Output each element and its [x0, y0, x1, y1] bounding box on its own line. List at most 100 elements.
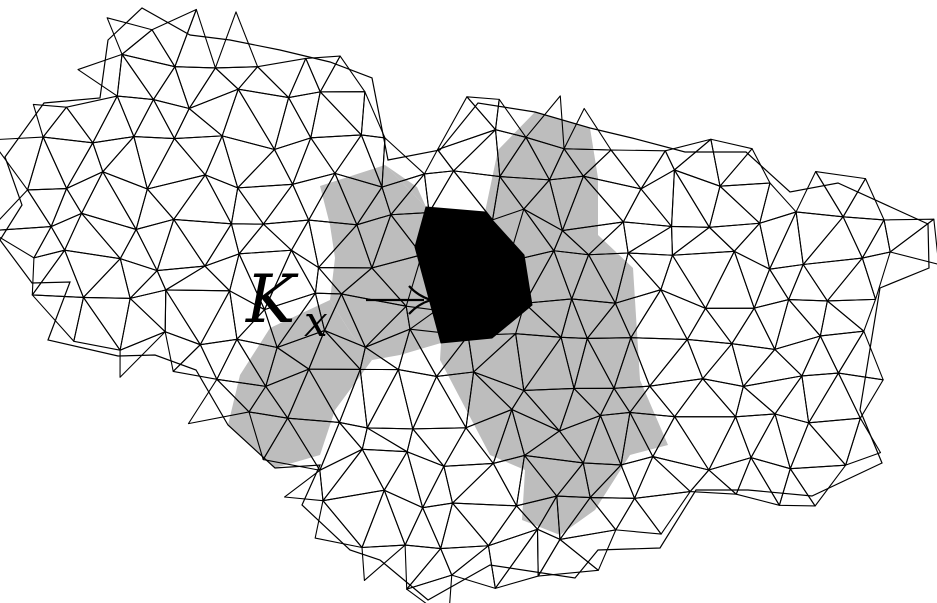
mesh-triangle — [50, 187, 83, 228]
mesh-triangle — [121, 29, 176, 68]
mesh-triangle — [405, 305, 438, 330]
label-main: K — [245, 261, 299, 338]
mesh-triangle — [199, 338, 238, 380]
mesh-triangle — [0, 136, 44, 191]
mesh-triangle — [671, 226, 735, 256]
mesh-triangle — [640, 169, 675, 227]
mesh-triangle — [165, 289, 231, 346]
mesh-triangle — [50, 212, 83, 251]
mesh-triangle — [0, 226, 52, 259]
mesh-triangle — [673, 169, 721, 228]
mesh-triangle — [237, 183, 294, 225]
mesh-triangle — [310, 91, 362, 139]
mesh-triangle — [172, 344, 218, 380]
mesh-triangle — [704, 307, 755, 345]
mesh-triangle — [802, 216, 863, 266]
mesh-triangle — [27, 187, 68, 228]
mesh-triangle — [889, 218, 937, 265]
mesh-triangle — [708, 222, 761, 252]
mesh-triangle — [487, 528, 539, 589]
mesh-triangle — [165, 265, 231, 292]
mesh-triangle — [815, 170, 867, 218]
mesh-edges — [0, 7, 937, 603]
mesh-triangle — [322, 448, 385, 502]
mesh-triangle — [808, 372, 861, 424]
mesh-triangle — [116, 95, 155, 138]
mesh-triangle — [82, 296, 131, 351]
mesh-triangle — [319, 91, 366, 136]
mesh-triangle — [119, 297, 166, 351]
mesh-triangle — [664, 138, 712, 171]
mesh-triangle — [152, 66, 190, 110]
mesh-triangle — [861, 219, 891, 259]
mesh-triangle — [769, 263, 804, 301]
mesh-triangle — [173, 218, 232, 267]
label-subscript: x — [304, 297, 328, 346]
mesh-triangle — [121, 53, 176, 101]
mesh-triangle — [73, 296, 121, 351]
mesh-triangle — [119, 258, 158, 299]
mesh-triangle — [704, 250, 755, 309]
mesh-triangle — [230, 223, 264, 255]
mesh-triangle — [290, 249, 320, 294]
mesh-boundary — [0, 7, 930, 601]
mesh-triangle — [649, 338, 704, 387]
mesh-triangle — [371, 254, 423, 307]
mesh-triangle — [451, 462, 518, 507]
mesh-triangle — [801, 372, 839, 424]
mesh-triangle — [146, 174, 206, 220]
mesh-triangle — [64, 249, 121, 298]
mesh-triangle — [437, 129, 497, 172]
mesh-triangle — [674, 378, 737, 418]
mesh-triangle — [116, 53, 155, 101]
mesh-triangle — [423, 149, 455, 175]
neighborhood-patch-1 — [385, 165, 426, 207]
mesh-triangle — [221, 135, 276, 189]
mesh-triangle — [422, 502, 454, 550]
mesh-triangle — [82, 258, 131, 299]
mesh-triangle — [135, 218, 175, 272]
mesh-triangle — [92, 136, 135, 173]
mesh-triangle — [652, 456, 710, 493]
mesh-triangle — [77, 53, 123, 97]
mesh-triangle — [361, 489, 406, 549]
mesh-triangle — [173, 107, 223, 140]
mesh-triangle — [106, 17, 153, 55]
mesh-triangle — [451, 545, 496, 589]
mesh-triangle — [686, 338, 733, 380]
mesh-triangle — [423, 170, 455, 214]
mesh-triangle — [133, 98, 175, 140]
mesh-triangle — [214, 11, 259, 69]
mesh-triangle — [778, 468, 816, 507]
mesh-triangle — [383, 489, 424, 546]
mesh-triangle — [283, 469, 324, 502]
mesh-triangle — [65, 95, 118, 144]
mesh-triangle — [640, 150, 675, 190]
right-arrow-icon — [366, 285, 435, 315]
mesh-triangle — [288, 57, 321, 99]
mesh-triangle — [422, 465, 454, 509]
mesh-triangle — [174, 66, 216, 110]
mesh-triangle — [861, 251, 891, 300]
mesh-triangle — [406, 574, 453, 603]
mesh-triangle — [221, 88, 276, 151]
mesh-triangle — [742, 375, 803, 415]
mesh-triangle — [412, 427, 467, 467]
mesh-triangle — [199, 290, 238, 346]
element-black-polygon — [414, 206, 533, 344]
mesh-triangle — [759, 211, 797, 270]
mesh-triangle — [789, 422, 847, 470]
mesh-triangle — [230, 187, 264, 225]
mesh-triangle — [649, 378, 704, 418]
mesh-triangle — [257, 57, 307, 99]
mesh-triangle — [174, 8, 216, 69]
mesh-triangle — [837, 330, 884, 381]
mesh-triangle — [733, 250, 771, 309]
mesh-triangle — [536, 528, 561, 577]
mesh-triangle — [660, 254, 707, 309]
mesh-triangle — [801, 335, 839, 377]
mesh-triangle — [842, 216, 885, 259]
mesh-triangle — [750, 457, 791, 506]
mesh-triangle — [102, 171, 148, 230]
mesh-triangle — [795, 211, 844, 266]
